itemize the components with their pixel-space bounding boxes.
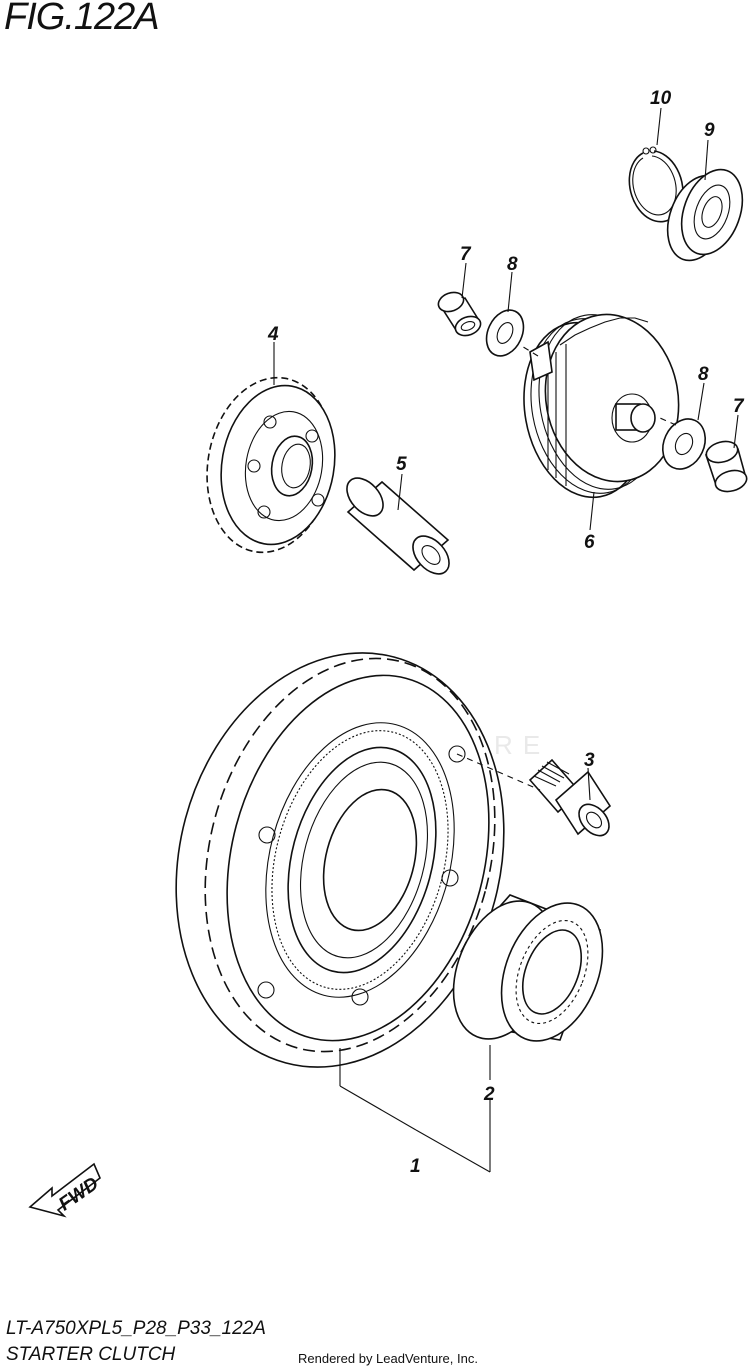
callout-5: 5 bbox=[396, 454, 407, 475]
part-3-bolt[interactable] bbox=[528, 758, 615, 841]
part-8-washer-lower[interactable] bbox=[655, 412, 713, 476]
callout-7-upper: 7 bbox=[460, 244, 472, 265]
model-code: LT-A750XPL5_P28_P33_122A bbox=[6, 1318, 266, 1339]
render-credit: Rendered by LeadVenture, Inc. bbox=[298, 1351, 478, 1366]
part-5-shaft[interactable] bbox=[340, 471, 456, 580]
part-9-bearing[interactable] bbox=[657, 161, 750, 269]
callout-6: 6 bbox=[584, 532, 595, 553]
callout-3: 3 bbox=[584, 750, 595, 771]
section-title: STARTER CLUTCH bbox=[6, 1344, 176, 1365]
callout-1: 1 bbox=[410, 1156, 421, 1177]
fwd-direction-arrow: FWD bbox=[28, 1162, 103, 1218]
part-1-starter-clutch[interactable] bbox=[131, 616, 549, 1105]
part-7-collar-lower[interactable] bbox=[704, 438, 749, 495]
callout-10: 10 bbox=[650, 88, 672, 109]
callout-7-lower: 7 bbox=[733, 396, 745, 417]
part-2-needle-bearing[interactable] bbox=[434, 886, 621, 1056]
callout-2: 2 bbox=[483, 1084, 495, 1105]
callout-4: 4 bbox=[267, 324, 279, 345]
callout-9: 9 bbox=[704, 120, 715, 141]
callout-8-lower: 8 bbox=[698, 364, 709, 385]
callout-labels: 1 2 3 4 5 6 7 8 9 10 8 7 bbox=[267, 88, 745, 1177]
figure-title: FIG.122A bbox=[4, 0, 160, 38]
part-8-washer-upper[interactable] bbox=[479, 304, 530, 362]
part-7-collar-upper[interactable] bbox=[436, 289, 484, 339]
part-10-circlip[interactable] bbox=[628, 146, 684, 223]
callout-8-upper: 8 bbox=[507, 254, 518, 275]
part-6-clutch-gear-assembly[interactable] bbox=[511, 304, 692, 507]
part-4-idle-gear[interactable] bbox=[194, 368, 347, 563]
leader-lines bbox=[273, 107, 739, 1173]
